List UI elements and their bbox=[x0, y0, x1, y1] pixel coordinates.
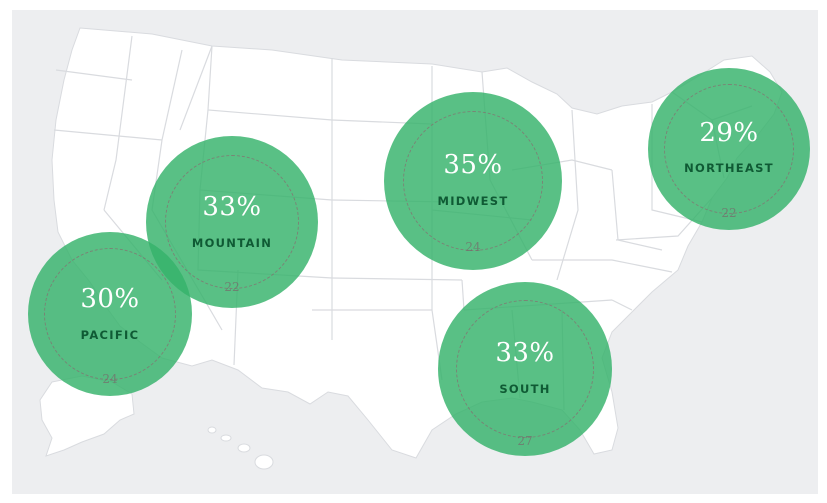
region-label: SOUTH bbox=[499, 382, 551, 396]
ring-value: 27 bbox=[517, 434, 533, 448]
region-label: MOUNTAIN bbox=[191, 236, 273, 250]
hawaii-islands bbox=[207, 426, 274, 470]
dashed-ring bbox=[456, 300, 594, 438]
region-percent: 35% bbox=[443, 150, 503, 180]
dashed-ring bbox=[165, 155, 299, 289]
region-label: PACIFIC bbox=[80, 328, 140, 342]
region-bubble-mountain[interactable]: 33% MOUNTAIN 22 bbox=[146, 136, 318, 308]
map-panel: 30% PACIFIC 24 33% MOUNTAIN 22 35% MIDWE… bbox=[12, 10, 818, 494]
dashed-ring bbox=[664, 84, 794, 214]
region-bubble-midwest[interactable]: 35% MIDWEST 24 bbox=[384, 92, 562, 270]
ring-value: 24 bbox=[465, 240, 481, 254]
ring-value: 24 bbox=[102, 372, 118, 386]
region-percent: 29% bbox=[699, 118, 759, 148]
region-percent: 30% bbox=[80, 284, 140, 314]
region-bubble-northeast[interactable]: 29% NORTHEAST 22 bbox=[648, 68, 810, 230]
region-percent: 33% bbox=[495, 338, 555, 368]
ring-value: 22 bbox=[721, 206, 737, 220]
region-bubble-south[interactable]: 33% SOUTH 27 bbox=[438, 282, 612, 456]
region-label: MIDWEST bbox=[437, 194, 509, 208]
region-percent: 33% bbox=[202, 192, 262, 222]
region-label: NORTHEAST bbox=[684, 161, 774, 175]
dashed-ring bbox=[403, 111, 543, 251]
ring-value: 22 bbox=[224, 280, 240, 294]
dashed-ring bbox=[44, 248, 176, 380]
